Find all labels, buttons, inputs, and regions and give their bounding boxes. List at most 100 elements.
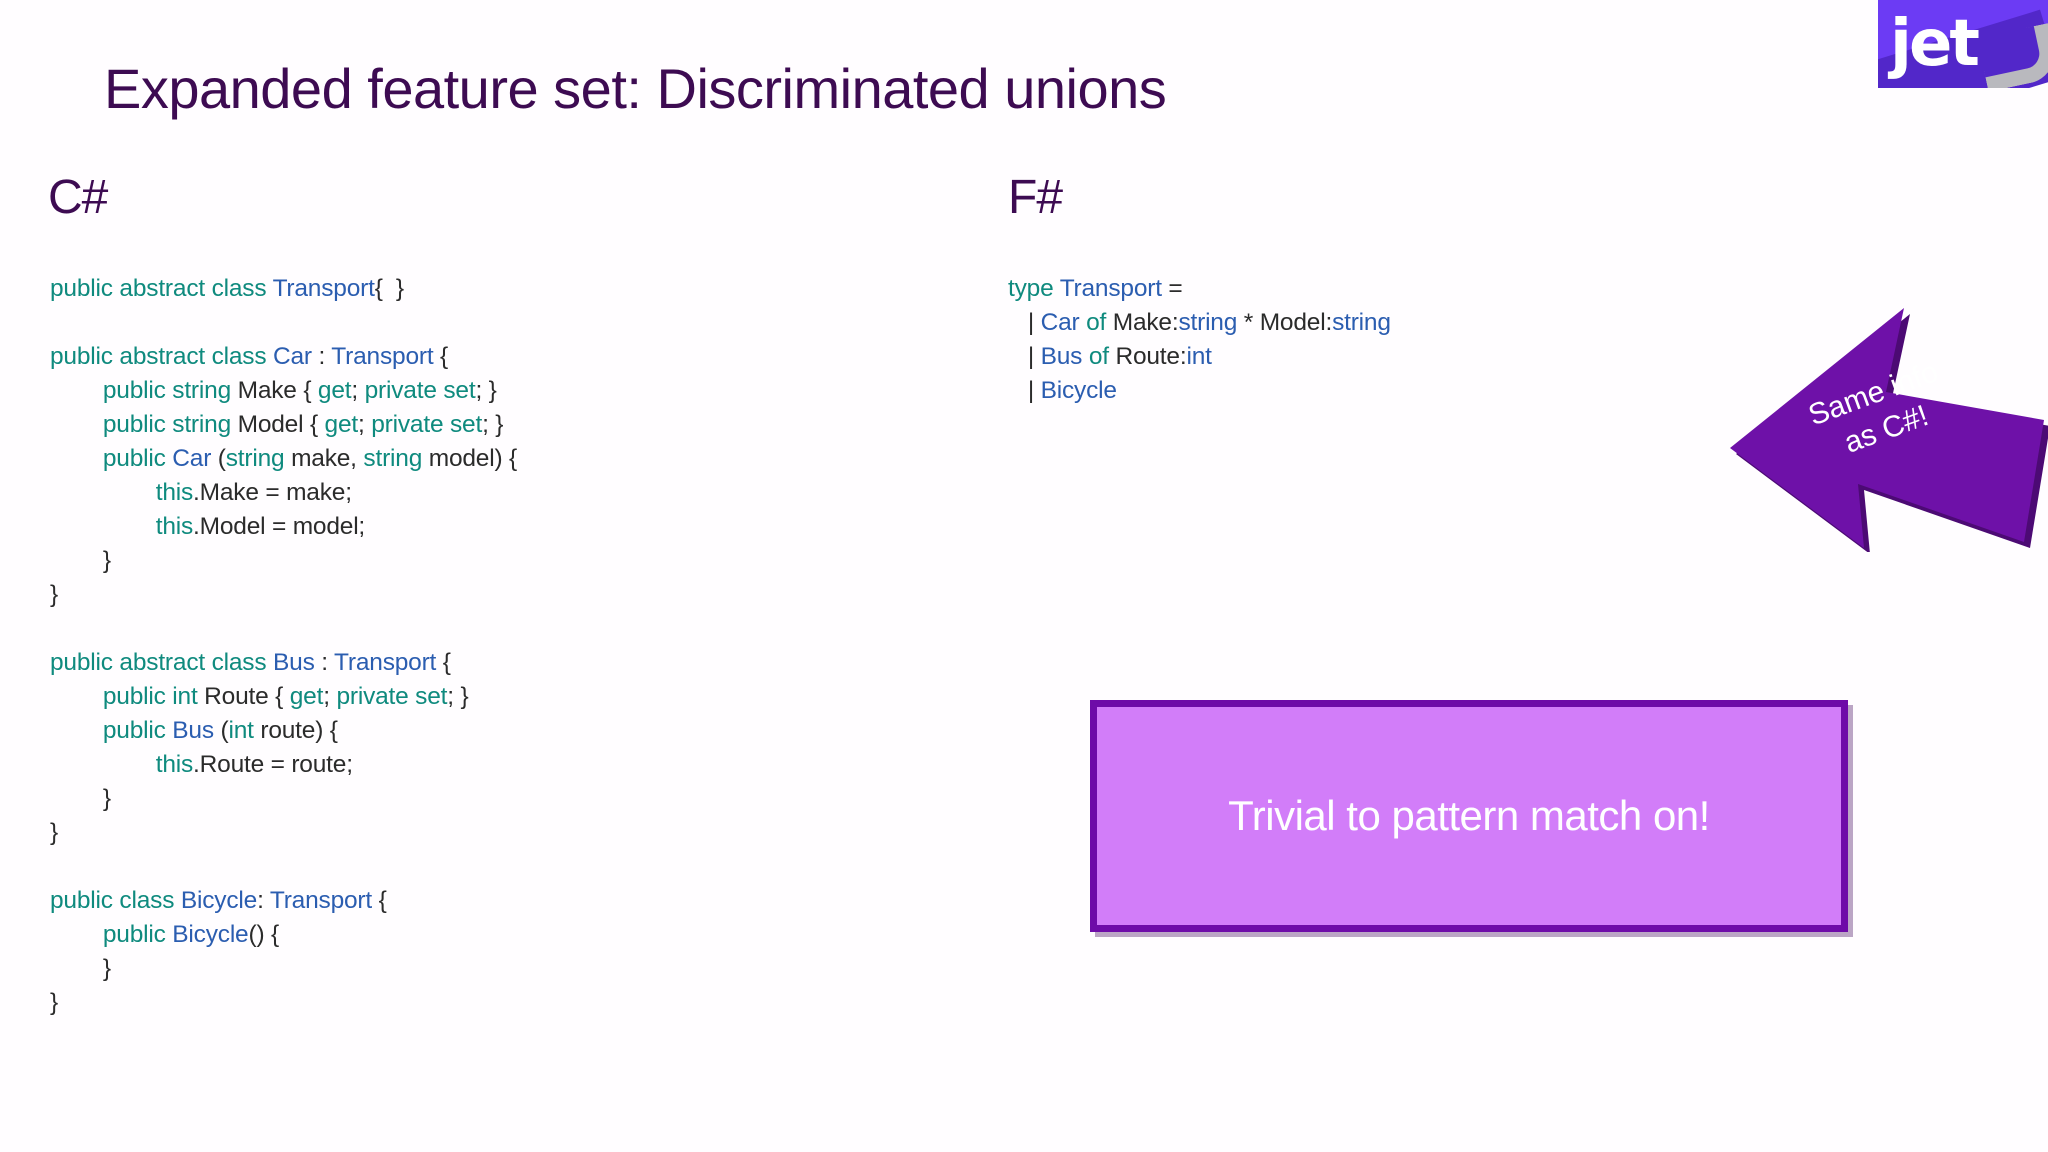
code-token: Car [273,343,312,370]
code-token: ; [351,377,365,404]
code-token: Car [1040,309,1080,336]
code-token [50,921,103,948]
code-token: { [433,343,449,370]
code-token [50,683,103,710]
code-token: } [50,955,111,982]
code-token: this [155,479,194,506]
code-line: public abstract class Bus : Transport { [50,646,517,680]
code-token: get [289,683,324,710]
code-line: } [50,952,517,986]
code-token: Transport [334,649,437,676]
code-token: } [50,581,58,608]
code-token: Make: [1106,309,1179,336]
code-token: Transport [272,275,375,302]
code-line: public string Model { get; private set; … [50,408,517,442]
code-token: Model { [237,411,325,438]
code-token: Bus [1040,343,1083,370]
code-token: get [324,411,359,438]
code-token: } [50,819,58,846]
code-token: } [50,547,111,574]
code-token: private set [371,411,483,438]
code-token: public abstract class [50,649,274,676]
code-token: Bicycle [172,921,249,948]
code-token: ; [323,683,337,710]
code-token: string [1332,309,1391,336]
code-token: Bicycle [180,887,258,914]
code-line: } [50,544,517,578]
code-token: .Route = route; [193,751,353,778]
code-token: model) { [422,445,518,472]
code-token: type [1008,275,1060,302]
fsharp-code-block: type Transport = | Car of Make:string * … [1008,272,1391,408]
code-line: public class Bicycle: Transport { [50,884,517,918]
jet-logo: jet [1878,0,2048,88]
code-token: string [1178,309,1238,336]
code-line: public string Make { get; private set; } [50,374,517,408]
code-token [50,377,103,404]
code-token: private set [336,683,448,710]
code-token: ( [213,717,229,744]
code-token: Transport [1059,275,1162,302]
code-line: this.Route = route; [50,748,517,782]
code-token: * Model: [1237,309,1333,336]
code-token: : [311,343,332,370]
pattern-match-highlight-text: Trivial to pattern match on! [1228,792,1710,839]
code-line: } [50,782,517,816]
code-token: Bus [273,649,315,676]
code-token: public string [102,377,238,404]
csharp-code-block: public abstract class Transport{ } publi… [50,272,517,1020]
left-arrow-icon [1730,308,2048,552]
code-token: public string [102,411,238,438]
code-line [50,850,517,884]
code-token: { [436,649,451,676]
code-line: type Transport = [1008,272,1391,306]
code-token: { [372,887,387,914]
code-line [50,612,517,646]
code-line: } [50,816,517,850]
code-token: of [1082,343,1109,370]
code-line: | Car of Make:string * Model:string [1008,306,1391,340]
code-token: Transport [331,343,434,370]
code-line: public Bus (int route) { [50,714,517,748]
code-token: Bicycle [1040,377,1117,404]
same-info-arrow-callout: Same info as C#! [1718,296,2048,552]
code-token [50,717,103,744]
code-token [50,513,156,540]
code-token: of [1079,309,1107,336]
code-line: | Bus of Route:int [1008,340,1391,374]
code-token: { } [374,275,404,302]
code-line: public Car (string make, string model) { [50,442,517,476]
page-title: Expanded feature set: Discriminated unio… [104,57,1167,120]
code-token: Make { [237,377,318,404]
code-token: ; } [447,683,469,710]
code-token: Bus [172,717,214,744]
code-token: string [225,445,285,472]
code-line: public int Route { get; private set; } [50,680,517,714]
code-token: Transport [269,887,372,914]
code-token [50,445,103,472]
logo-wordmark: jet [1890,7,1980,81]
code-line: this.Model = model; [50,510,517,544]
code-token: private set [364,377,476,404]
code-token: Route: [1108,343,1187,370]
code-token: public abstract class [50,275,273,302]
code-token [50,751,156,778]
code-token: Car [172,445,212,472]
code-token: public int [102,683,205,710]
code-token: ; } [482,411,504,438]
code-token: | [1008,309,1041,336]
code-token: string [363,445,423,472]
code-line [50,306,517,340]
code-token: int [1186,343,1212,370]
code-token: Route { [204,683,290,710]
code-token: public class [50,887,181,914]
csharp-column-heading: C# [48,171,108,224]
pattern-match-highlight-box: Trivial to pattern match on! [1090,700,1848,932]
code-token: public [102,445,173,472]
code-token: public [102,921,173,948]
code-token: () { [248,921,280,948]
code-token: ( [211,445,226,472]
code-token: .Model = model; [193,513,366,540]
code-token: this [155,751,194,778]
code-token [50,411,103,438]
